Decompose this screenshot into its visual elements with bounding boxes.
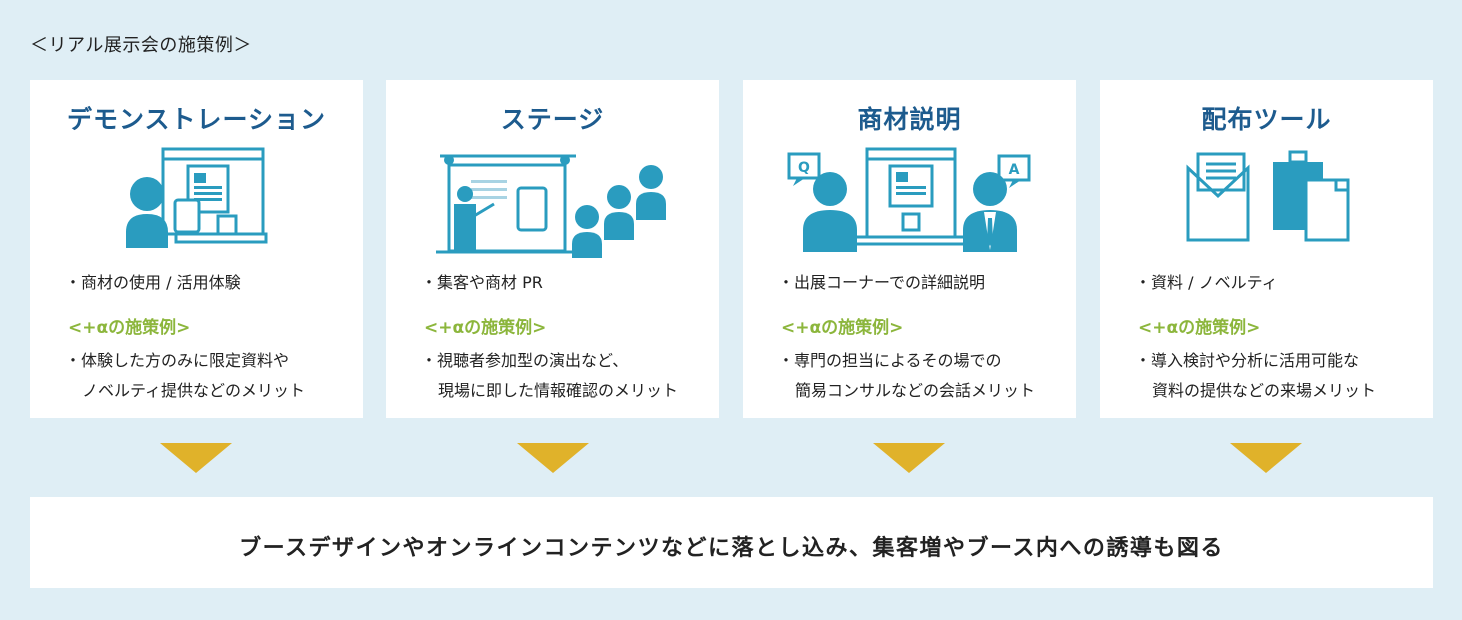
down-arrow-icon [517, 443, 589, 473]
alpha-heading: <+αの施策例> [424, 318, 547, 338]
card-bullet: ・商材の使用 / 活用体験 [65, 273, 241, 292]
alpha-heading: <+αの施策例> [68, 318, 191, 338]
card-bullet: ・導入検討や分析に活用可能な [1135, 351, 1360, 370]
svg-text:A: A [1009, 162, 1020, 178]
card-bullet: ・集客や商材 PR [421, 273, 543, 292]
card-bullet: ・視聴者参加型の演出など、 [421, 351, 629, 370]
down-arrow-icon [1230, 443, 1302, 473]
card-bullet-continuation: 資料の提供などの来場メリット [1152, 381, 1377, 400]
card-title: ステージ [500, 105, 605, 134]
page-heading: ＜リアル展示会の施策例＞ [30, 35, 252, 56]
card-distribution-tools: 配布ツール ・資料 / ノベルティ <+αの施策例> ・導入検討や分析に活用可能… [1100, 80, 1433, 418]
qa-consultation-icon: Q A [787, 147, 1031, 252]
conclusion-text: ブースデザインやオンラインコンテンツなどに落とし込み、集客増やブース内への誘導も… [239, 536, 1224, 561]
card-title: 配布ツール [1201, 105, 1332, 134]
card-bullet-continuation: 現場に即した情報確認のメリット [438, 381, 679, 400]
person-presenting-at-kiosk-icon [126, 147, 268, 248]
down-arrow-icon [873, 443, 945, 473]
conclusion-box: ブースデザインやオンラインコンテンツなどに落とし込み、集客増やブース内への誘導も… [30, 497, 1433, 588]
card-title: デモンストレーション [66, 105, 326, 134]
card-product-explanation: 商材説明 Q A ・出展コーナーでの詳細説明 <+αの施策例> ・専門の担当によ… [743, 80, 1076, 418]
card-bullet: ・資料 / ノベルティ [1135, 273, 1278, 292]
alpha-heading: <+αの施策例> [1138, 318, 1261, 338]
svg-text:Q: Q [798, 160, 810, 176]
card-title: 商材説明 [857, 105, 962, 134]
stage-presentation-audience-icon [436, 154, 666, 258]
card-bullet: ・体験した方のみに限定資料や [65, 351, 290, 370]
alpha-heading: <+αの施策例> [781, 318, 904, 338]
envelope-bag-folder-icon [1186, 150, 1350, 242]
card-demonstration: デモンストレーション ・商材の使用 / 活用体験 <+αの施策例> ・体験した方… [30, 80, 363, 418]
card-stage: ステージ ・集客や商材 PR <+αの施策例> ・視聴者参加型の演出など、 現場… [386, 80, 719, 418]
card-bullet: ・出展コーナーでの詳細説明 [778, 273, 986, 292]
card-bullet-continuation: 簡易コンサルなどの会話メリット [795, 381, 1036, 400]
card-bullet-continuation: ノベルティ提供などのメリット [82, 381, 306, 400]
card-bullet: ・専門の担当によるその場での [778, 351, 1002, 370]
down-arrow-icon [160, 443, 232, 473]
